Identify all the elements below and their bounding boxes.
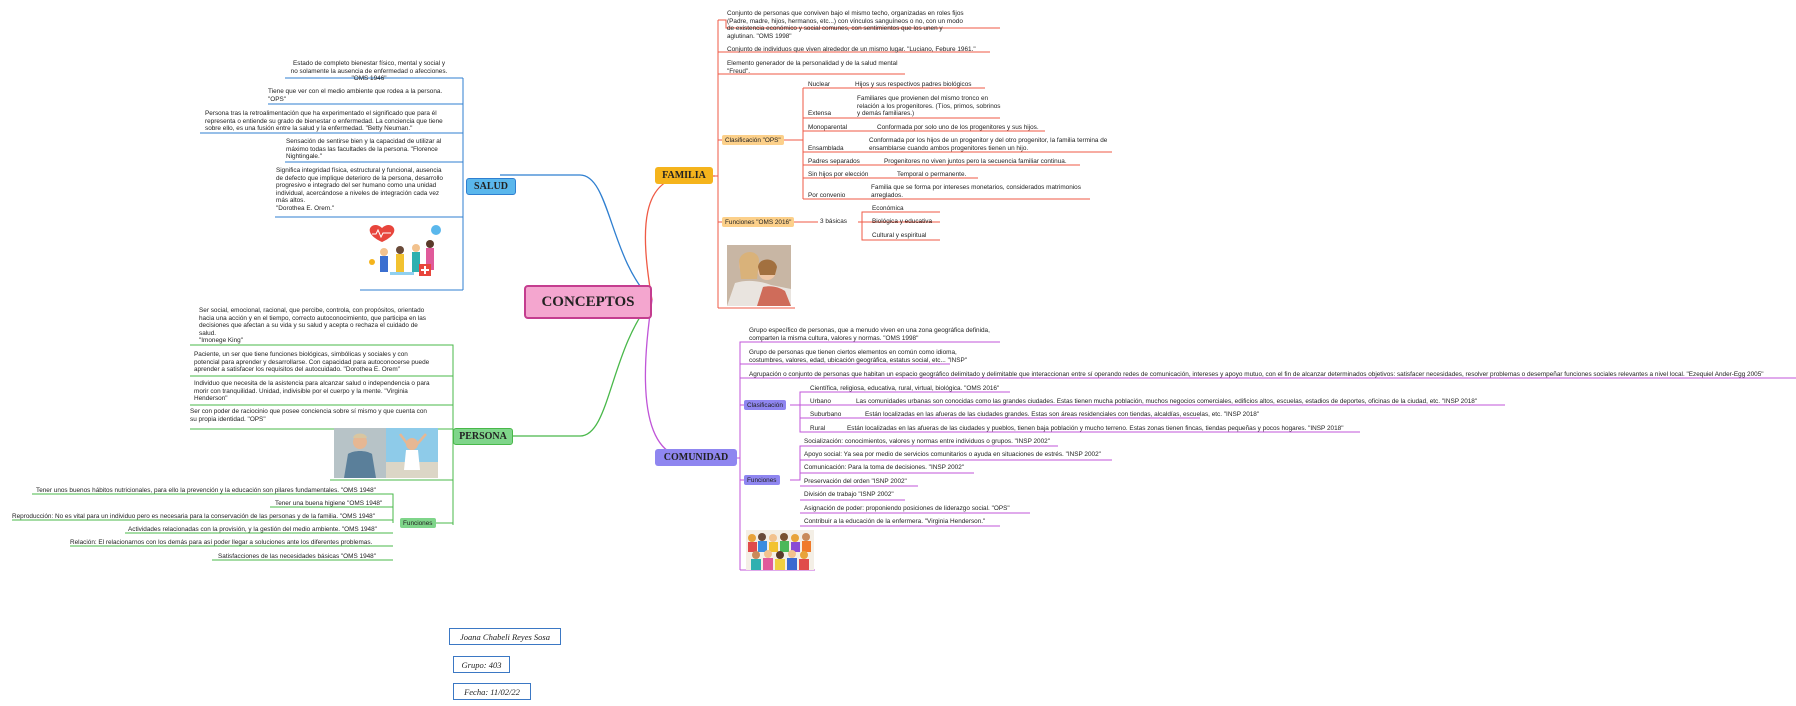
persona-funcion-reproduccion: Reproducción: No es vital para un indivi… [12, 513, 375, 520]
persona-funcion-necesidades: Satisfacciones de las necesidades básica… [218, 553, 376, 560]
familia-clas-monoparental-desc: Conformada por solo uno de los progenito… [877, 124, 1039, 131]
familia-clas-separados: Padres separados [808, 158, 860, 165]
comunidad-clasificacion-tag[interactable]: Clasificación [744, 400, 786, 410]
familia-def-freud: Elemento generador de la personalidad y … [727, 60, 898, 75]
comunidad-clas-suburbano-desc: Están localizadas en las afueras de las … [865, 411, 1260, 418]
persona-def-henderson: Individuo que necesita de la asistencia … [194, 380, 430, 403]
branch-persona[interactable]: PERSONA [453, 428, 513, 445]
familia-clas-extensa: Extensa [808, 110, 832, 117]
familia-clas-ensamblada: Ensamblada [808, 145, 844, 152]
persona-def-king: Ser social, emocional, racional, que per… [199, 307, 427, 345]
familia-funcion-cultural: Cultural y espiritual [872, 232, 927, 239]
comunidad-def-insp: Grupo de personas que tienen ciertos ele… [749, 349, 968, 364]
persona-funcion-higiene: Tener una buena higiene "OMS 1948" [275, 500, 383, 507]
comunidad-funcion-socializacion: Socialización: conocimientos, valores y … [804, 438, 1050, 445]
familia-clas-nuclear: Nuclear [808, 81, 831, 88]
persona-def-orem: Paciente, un ser que tiene funciones bio… [194, 351, 430, 374]
comunidad-funciones-tag[interactable]: Funciones [744, 475, 780, 485]
comunidad-clas-rural: Rural [810, 425, 826, 432]
familia-clas-nuclear-desc: Hijos y sus respectivos padres biológico… [855, 81, 972, 88]
root-node-conceptos[interactable]: CONCEPTOS [524, 285, 652, 319]
date-box: Fecha: 11/02/22 [453, 683, 531, 700]
group-box: Grupo: 403 [453, 656, 510, 673]
salud-def-nightingale: Sensación de sentirse bien y la capacida… [286, 138, 442, 161]
familia-clas-convenio-desc: Familia que se forma por intereses monet… [871, 184, 1081, 199]
comunidad-clas-tipos: Científica, religiosa, educativa, rural,… [810, 385, 1000, 392]
familia-funcion-economica: Económica [872, 205, 904, 212]
branch-salud[interactable]: SALUD [466, 178, 516, 195]
persona-funcion-relacion: Relación: El relacionarnos con los demás… [70, 539, 373, 546]
familia-clas-convenio: Por convenio [808, 192, 846, 199]
familia-clasificacion-tag[interactable]: Clasificación "OPS" [722, 135, 784, 145]
comunidad-funcion-division: División de trabajo "ISNP 2002" [804, 491, 894, 498]
comunidad-clas-rural-desc: Están localizadas en las afueras de las … [847, 425, 1344, 432]
persona-funcion-nutricion: Tener unos buenos hábitos nutricionales,… [36, 487, 376, 494]
comunidad-funcion-orden: Preservación del orden "ISNP 2002" [804, 478, 907, 485]
familia-def-oms: Conjunto de personas que conviven bajo e… [727, 10, 964, 40]
salud-def-ops: Tiene que ver con el medio ambiente que … [268, 88, 443, 103]
familia-clas-extensa-desc: Familiares que provienen del mismo tronc… [857, 95, 1001, 118]
comunidad-funcion-poder: Asignación de poder: proponiendo posicio… [804, 505, 1010, 512]
familia-funciones-sub: 3 básicas [820, 218, 847, 225]
comunidad-clas-urbano: Urbano [810, 398, 831, 405]
crowd-image [746, 530, 814, 570]
familia-clas-monoparental: Monoparental [808, 124, 848, 131]
comunidad-funcion-comunicacion: Comunicación: Para la toma de decisiones… [804, 464, 965, 471]
familia-funcion-biologica: Biológica y educativa [872, 218, 933, 225]
familia-def-luciano: Conjunto de individuos que viven alreded… [727, 46, 976, 53]
comunidad-clas-suburbano: Suburbano [810, 411, 842, 418]
branch-familia[interactable]: FAMILIA [655, 167, 713, 184]
familia-clas-sinhijos: Sin hijos por elección [808, 171, 869, 178]
comunidad-clas-urbano-desc: Las comunidades urbanas son conocidas co… [856, 398, 1478, 405]
comunidad-funcion-educacion: Contribuir a la educación de la enfermer… [804, 518, 986, 525]
salud-def-oms: Estado de completo bienestar físico, men… [290, 60, 448, 83]
familia-funciones-tag[interactable]: Funciones "OMS 2016" [722, 217, 795, 227]
comunidad-funcion-apoyo: Apoyo social: Ya sea por medio de servic… [804, 451, 1101, 458]
persona-funciones-tag[interactable]: Funciones [400, 518, 436, 528]
salud-def-orem: Significa integridad física, estructural… [276, 167, 443, 212]
familia-clas-ensamblada-desc: Conformada por los hijos de un progenito… [869, 137, 1108, 152]
family-hug-image [727, 245, 791, 306]
familia-clas-sinhijos-desc: Temporal o permanente. [897, 171, 967, 178]
familia-clas-separados-desc: Progenitores no viven juntos pero la sec… [884, 158, 1067, 165]
health-illustration [364, 222, 446, 284]
comunidad-def-oms: Grupo específico de personas, que a menu… [749, 327, 990, 342]
comunidad-def-ander-egg: Agrupación o conjunto de personas que ha… [749, 371, 1764, 378]
persons-image [334, 428, 438, 478]
author-box: Joana Chabeli Reyes Sosa [449, 628, 561, 645]
salud-def-neuman: Persona tras la retroalimentación que ha… [205, 110, 443, 133]
persona-def-ops: Ser con poder de raciocinio que posee co… [190, 408, 427, 423]
persona-funcion-ambiente: Actividades relacionadas con la provisió… [128, 526, 377, 533]
branch-comunidad[interactable]: COMUNIDAD [655, 449, 737, 466]
